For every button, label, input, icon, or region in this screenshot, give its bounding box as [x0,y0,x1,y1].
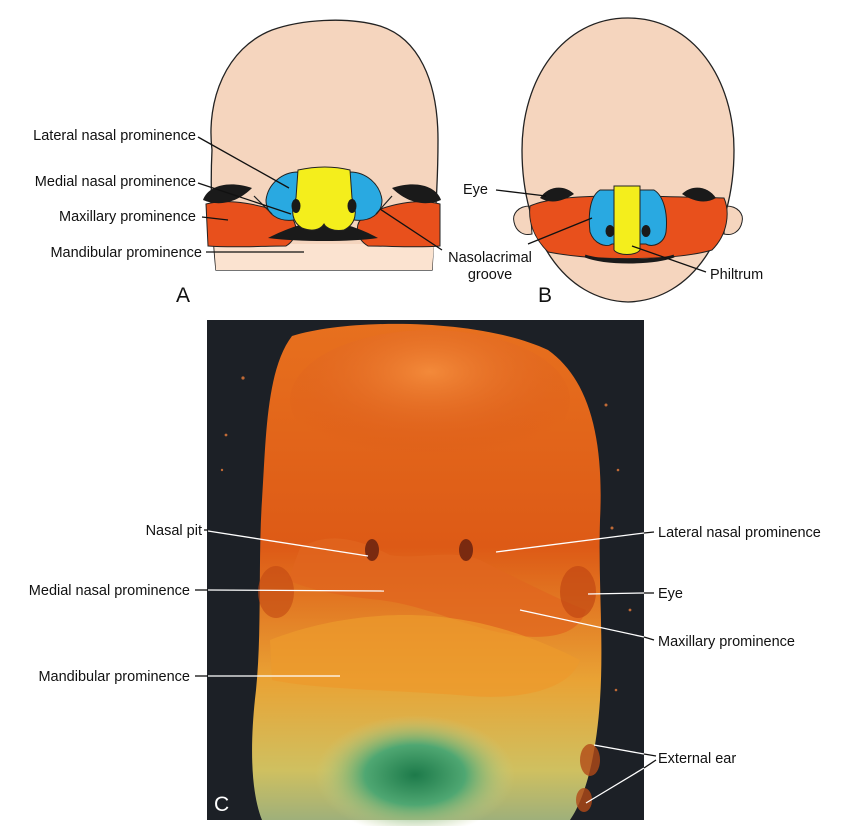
label-lateral-nasal-prominence-a: Lateral nasal prominence [33,128,196,144]
forehead-highlight [290,330,570,470]
medial-nasal-prominence-a [292,166,356,231]
maxillary-ridge-c [288,538,586,637]
leader-maxillary-c-out [643,636,655,641]
leader-ear-upper-c [593,744,645,755]
ear-left-b [513,205,533,235]
nasal-pit-right-b [641,225,651,237]
label-maxillary-prominence-c: Maxillary prominence [658,634,795,650]
mouth-gap-a [268,222,378,241]
label-maxillary-prominence-a: Maxillary prominence [59,209,196,225]
label-eye-c: Eye [658,586,683,602]
panel-c: Nasal pit Medial nasal prominence Mandib… [29,320,821,826]
eye-right-a [392,184,441,204]
label-mandibular-prominence-a: Mandibular prominence [50,245,202,261]
label-nasolacrimal-line2: groove [468,267,512,283]
label-medial-nasal-prominence-a: Medial nasal prominence [35,174,196,190]
leader-lateral-nasal-c-out [643,531,655,534]
mouth-b [584,254,675,264]
panel-a: Lateral nasal prominence Medial nasal pr… [33,19,532,307]
nasal-pit-right-a [347,199,357,213]
ear-right-b [723,205,743,235]
leader-nasal-pit-c [207,530,369,557]
eye-right-c [560,566,596,618]
nasal-pit-left-a [291,199,301,213]
leader-lateral-nasal-c [495,532,645,553]
label-nasolacrimal-line1: Nasolacrimal [448,250,532,266]
leader-ear-upper-c-out [643,753,657,757]
lateral-nasal-prominence-right-a [349,171,383,221]
leader-medial-nasal-c [207,589,385,592]
leader-philtrum-b [631,245,707,273]
leader-maxillary-a [201,216,229,221]
eye-left-b [540,187,574,202]
leader-ear-lower-c [585,767,645,804]
eye-right-b [682,187,716,202]
label-external-ear-c: External ear [658,751,736,767]
mandibular-ridge-c [270,615,580,697]
external-ear-upper-c [580,744,600,776]
eye-left-c [258,566,294,618]
nasal-pit-left-b [605,225,615,237]
label-nasal-pit-c: Nasal pit [146,523,202,539]
nasal-pit-right-c [459,539,473,561]
leader-ear-lower-c-out [643,759,657,769]
leader-eye-c [587,592,645,595]
photo-specks [220,376,632,692]
chest-green [315,715,515,826]
nasal-pit-left-c [365,539,379,561]
label-philtrum-b: Philtrum [710,267,763,283]
panel-b: Eye Philtrum B [463,17,763,307]
panel-letter-c: C [214,793,229,816]
label-mandibular-prominence-c: Mandibular prominence [38,669,190,685]
nasolacrimal-groove-right-a [375,195,393,215]
leader-lateral-nasal-a [197,136,290,189]
leader-eye-b [495,189,547,197]
panel-letter-b: B [538,284,552,307]
panel-letter-a: A [176,284,190,307]
leader-maxillary-c [519,609,645,638]
label-eye-b: Eye [463,182,488,198]
medial-nasal-prominence-b [613,185,641,255]
leader-nasolacrimal-a [379,208,443,251]
mandibular-prominence-a [214,244,434,270]
leader-nasolacrimal-b [527,217,593,245]
label-medial-nasal-prominence-c: Medial nasal prominence [29,583,190,599]
label-lateral-nasal-prominence-c: Lateral nasal prominence [658,525,821,541]
external-ear-lower-c [576,788,592,812]
leader-medial-nasal-a [197,182,292,215]
